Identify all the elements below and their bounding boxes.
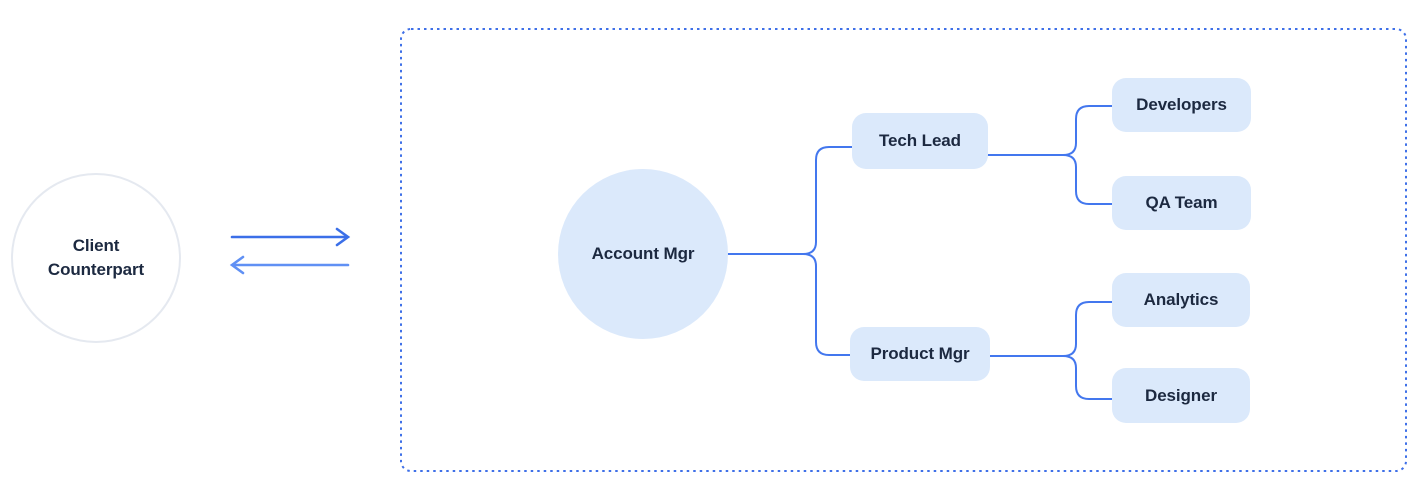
- client-counterpart-node: Client Counterpart: [11, 173, 181, 343]
- qa-team-node: QA Team: [1112, 176, 1251, 230]
- product-mgr-node: Product Mgr: [850, 327, 990, 381]
- arrow-right-icon: [230, 227, 351, 247]
- product-mgr-label: Product Mgr: [870, 344, 970, 364]
- connector-product-mgr-to-analytics: [989, 301, 1113, 357]
- tech-lead-label: Tech Lead: [879, 131, 961, 151]
- developers-label: Developers: [1136, 95, 1227, 115]
- connector-product-mgr-to-designer: [989, 355, 1113, 400]
- designer-label: Designer: [1145, 385, 1217, 405]
- connector-tech-lead-to-qa-team: [987, 154, 1113, 205]
- account-mgr-label: Account Mgr: [591, 244, 695, 264]
- connector-root-to-product-mgr: [727, 253, 851, 356]
- developers-node: Developers: [1112, 78, 1251, 132]
- tech-lead-node: Tech Lead: [852, 113, 988, 169]
- client-counterpart-label: Client Counterpart: [47, 236, 145, 279]
- team-boundary-box: [400, 28, 1407, 472]
- analytics-label: Analytics: [1143, 290, 1219, 310]
- analytics-node: Analytics: [1112, 273, 1250, 327]
- qa-team-label: QA Team: [1145, 193, 1218, 213]
- arrow-left-icon: [229, 255, 350, 275]
- account-mgr-node: Account Mgr: [558, 169, 728, 339]
- connector-tech-lead-to-developers: [987, 105, 1113, 156]
- designer-node: Designer: [1112, 368, 1250, 423]
- connector-root-to-tech-lead: [727, 146, 853, 255]
